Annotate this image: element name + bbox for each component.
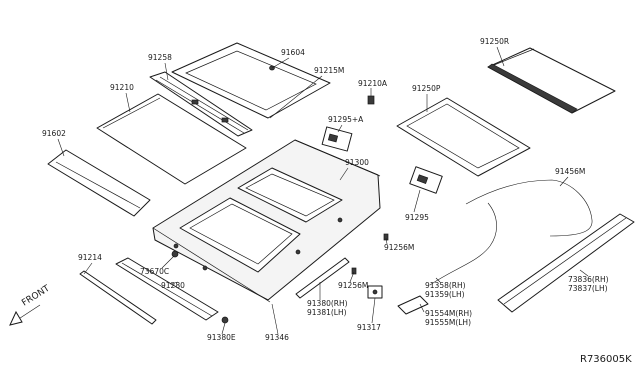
label-91380-rh: 91380(RH) <box>307 299 348 308</box>
part-91300-roof-frame <box>152 139 381 303</box>
label-91358-rh: 91358(RH) <box>425 281 466 290</box>
label-91256M-a: 91256M <box>384 243 414 252</box>
part-91280-strip <box>115 257 219 321</box>
part-91256M-clips <box>351 233 389 275</box>
label-91380E: 91380E <box>207 333 236 342</box>
label-91359-lh: 91359(LH) <box>425 290 465 299</box>
diagram-reference-code: R736005K <box>580 354 632 365</box>
callout-labels: 91258 91604 91250R 91210 91215M 91210A 9… <box>42 37 609 342</box>
label-91295: 91295 <box>405 213 429 222</box>
front-arrow-icon: FRONT <box>9 284 52 326</box>
label-73836-rh: 73836(RH) <box>568 275 609 284</box>
part-91295A-motor <box>321 126 353 152</box>
part-91380E-clip <box>221 316 229 324</box>
part-91295-motor <box>409 166 443 194</box>
part-91604-glass-panel <box>171 42 331 119</box>
label-91381-lh: 91381(LH) <box>307 308 347 317</box>
label-91250P: 91250P <box>412 84 441 93</box>
label-91602: 91602 <box>42 129 66 138</box>
label-91215M: 91215M <box>314 66 344 75</box>
part-73836-side-molding <box>497 213 635 313</box>
label-91300: 91300 <box>345 158 369 167</box>
part-91250R-rear-shade <box>487 47 616 114</box>
part-91210A-clip <box>367 88 375 105</box>
label-91555M-lh: 91555M(LH) <box>425 318 471 327</box>
front-label: FRONT <box>20 284 52 309</box>
part-91214-seal <box>79 270 157 325</box>
label-91256M-b: 91256M <box>338 281 368 290</box>
label-91317: 91317 <box>357 323 381 332</box>
label-91214: 91214 <box>78 253 102 262</box>
label-91280: 91280 <box>161 281 185 290</box>
label-91554M-rh: 91554M(RH) <box>425 309 472 318</box>
part-91250P-frame <box>396 97 531 177</box>
label-91210: 91210 <box>110 83 134 92</box>
part-91602-strip <box>47 149 151 217</box>
label-73670C: 73670C <box>140 267 169 276</box>
label-73837-lh: 73837(LH) <box>568 284 608 293</box>
part-91317-bracket <box>367 285 383 299</box>
part-91258-rail <box>149 71 253 137</box>
part-73670C-clip <box>171 250 179 258</box>
label-91295A: 91295+A <box>328 115 364 124</box>
leader-lines <box>57 46 589 335</box>
label-91210A: 91210A <box>358 79 388 88</box>
label-91604: 91604 <box>281 48 305 57</box>
label-91258: 91258 <box>148 53 172 62</box>
label-91346: 91346 <box>265 333 289 342</box>
part-91210-shade-panel <box>96 93 247 185</box>
part-91456M-drain-hose <box>429 179 593 286</box>
part-91554M-bracket <box>397 295 429 315</box>
label-91250R: 91250R <box>480 37 509 46</box>
label-91456M: 91456M <box>555 167 585 176</box>
part-91380-side-rail <box>295 257 350 299</box>
